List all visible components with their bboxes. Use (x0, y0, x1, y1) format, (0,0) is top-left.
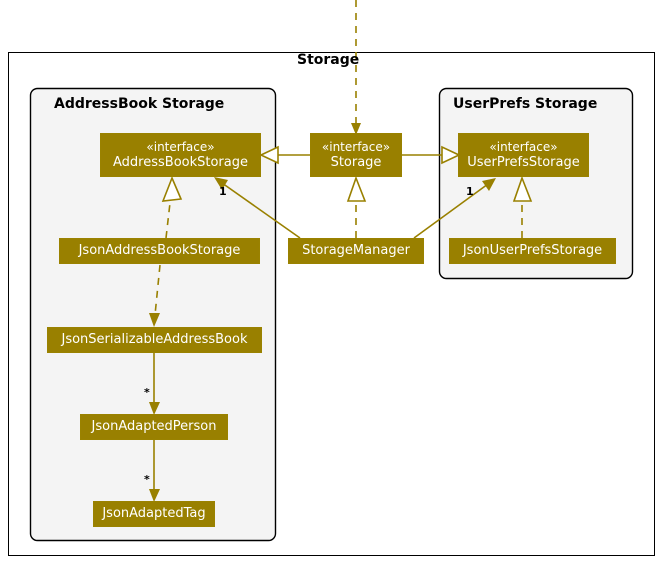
arrowhead-storage-to-addressbookstorage (259, 145, 279, 165)
stereotype-label-storage: «interface» (321, 139, 391, 154)
class-name-storage-manager: StorageManager (302, 243, 410, 258)
stereotype-label-user-prefs-storage: «interface» (489, 139, 558, 154)
stereotype-label-address-book-storage: «interface» (146, 139, 215, 154)
class-name-json-address-book-storage: JsonAddressBookStorage (78, 243, 241, 258)
arrowhead-storagemanager-to-userprefsstorage (482, 178, 496, 191)
arrowhead-jsonaddressbookstorage-to-addressbookstorage (161, 175, 183, 202)
multiplicity-label-addressbook: 1 (219, 185, 227, 198)
multiplicity-label-tag: * (144, 473, 150, 486)
class-node-json-adapted-person[interactable]: JsonAdaptedPerson (80, 414, 228, 440)
arrowhead-jsonadaptedperson-to-jsonadaptedtag (149, 489, 160, 502)
class-node-user-prefs-storage[interactable]: «interface» UserPrefsStorage (458, 133, 589, 177)
class-name-json-adapted-person: JsonAdaptedPerson (91, 419, 217, 434)
arrowhead-storagemanager-to-storage (346, 175, 367, 202)
package-title-addressbook-storage: AddressBook Storage (54, 96, 225, 112)
multiplicity-label-userprefs: 1 (466, 185, 474, 198)
multiplicity-label-person: * (144, 386, 150, 399)
class-node-json-serializable-address-book[interactable]: JsonSerializableAddressBook (47, 327, 262, 353)
class-node-storage[interactable]: «interface» Storage (310, 133, 402, 177)
outer-frame-storage (8, 52, 655, 556)
class-name-address-book-storage: AddressBookStorage (113, 154, 248, 170)
package-title-userprefs-storage: UserPrefs Storage (453, 96, 598, 112)
class-node-storage-manager[interactable]: StorageManager (288, 238, 424, 264)
class-node-address-book-storage[interactable]: «interface» AddressBookStorage (100, 133, 261, 177)
arrowhead-storage-to-userprefsstorage (441, 145, 461, 165)
class-name-json-serializable-address-book: JsonSerializableAddressBook (61, 332, 248, 347)
edge-storagemanager-to-userprefsstorage (413, 183, 489, 239)
arrowhead-external-to-storage (351, 123, 361, 135)
class-node-json-user-prefs-storage[interactable]: JsonUserPrefsStorage (449, 238, 616, 264)
edge-jsonaddressbookstorage-to-jsonserializableaddressbook (154, 264, 161, 316)
class-node-json-adapted-tag[interactable]: JsonAdaptedTag (93, 501, 215, 527)
class-name-json-adapted-tag: JsonAdaptedTag (102, 506, 206, 521)
class-name-storage: Storage (330, 154, 382, 170)
arrowhead-storagemanager-to-addressbookstorage (214, 177, 228, 190)
class-node-json-address-book-storage[interactable]: JsonAddressBookStorage (59, 238, 260, 264)
arrowhead-jsonserializableaddressbook-to-jsonadaptedperson (149, 402, 160, 415)
arrowhead-jsonuserprefsstorage-to-userprefsstorage (512, 175, 533, 202)
class-name-user-prefs-storage: UserPrefsStorage (467, 154, 580, 170)
outer-frame-title: Storage (297, 52, 360, 68)
class-name-json-user-prefs-storage: JsonUserPrefsStorage (462, 243, 603, 258)
arrowhead-jsonaddressbookstorage-to-jsonserializableaddressbook (149, 313, 160, 327)
edge-storagemanager-to-addressbookstorage (221, 182, 301, 239)
edge-jsonaddressbookstorage-to-addressbookstorage (165, 202, 171, 239)
